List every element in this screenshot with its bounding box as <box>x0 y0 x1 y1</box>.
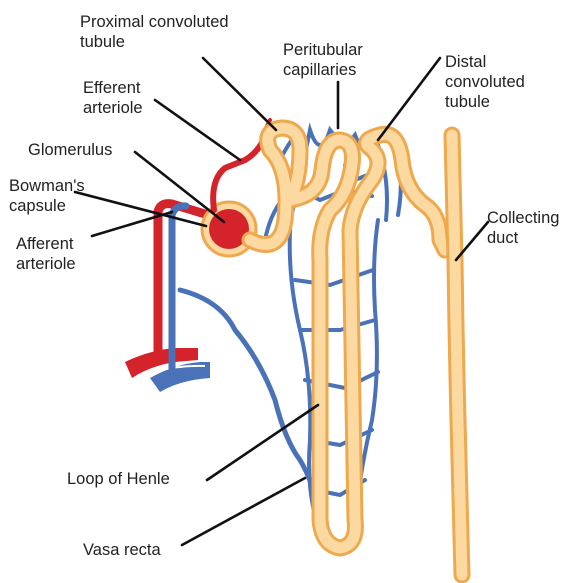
label-line: tubule <box>445 92 525 112</box>
leader-loop <box>207 405 318 480</box>
label-distal-convoluted-tubule: Distal convoluted tubule <box>445 52 525 112</box>
renal-artery <box>125 348 210 392</box>
label-line: Vasa recta <box>83 540 161 560</box>
label-line: Glomerulus <box>28 140 112 160</box>
label-line: Proximal convoluted <box>80 12 229 32</box>
label-afferent-arteriole: Afferent arteriole <box>16 234 76 274</box>
label-line: capsule <box>9 196 85 216</box>
label-loop-of-henle: Loop of Henle <box>67 469 170 489</box>
label-line: convoluted <box>445 72 525 92</box>
label-line: capillaries <box>283 60 363 80</box>
label-line: Peritubular <box>283 40 363 60</box>
label-line: Afferent <box>16 234 76 254</box>
nephron-tubule <box>250 128 445 548</box>
leader-efferent <box>155 100 240 160</box>
label-peritubular-capillaries: Peritubular capillaries <box>283 40 363 80</box>
label-efferent-arteriole: Efferent arteriole <box>83 78 143 118</box>
label-line: Loop of Henle <box>67 469 170 489</box>
collecting-duct-vessel <box>452 135 462 575</box>
label-line: Distal <box>445 52 525 72</box>
label-line: duct <box>487 228 559 248</box>
label-proximal-convoluted-tubule: Proximal convoluted tubule <box>80 12 229 52</box>
label-line: Efferent <box>83 78 143 98</box>
label-line: arteriole <box>16 254 76 274</box>
label-line: Collecting <box>487 208 559 228</box>
label-vasa-recta: Vasa recta <box>83 540 161 560</box>
label-line: arteriole <box>83 98 143 118</box>
leader-distal <box>378 58 440 140</box>
label-line: tubule <box>80 32 229 52</box>
label-collecting-duct: Collecting duct <box>487 208 559 248</box>
afferent-arteriole-vessel <box>158 204 205 360</box>
label-line: Bowman's <box>9 176 85 196</box>
label-glomerulus: Glomerulus <box>28 140 112 160</box>
label-bowmans-capsule: Bowman's capsule <box>9 176 85 216</box>
leader-proximal <box>203 58 276 130</box>
leader-vasa <box>182 478 305 545</box>
